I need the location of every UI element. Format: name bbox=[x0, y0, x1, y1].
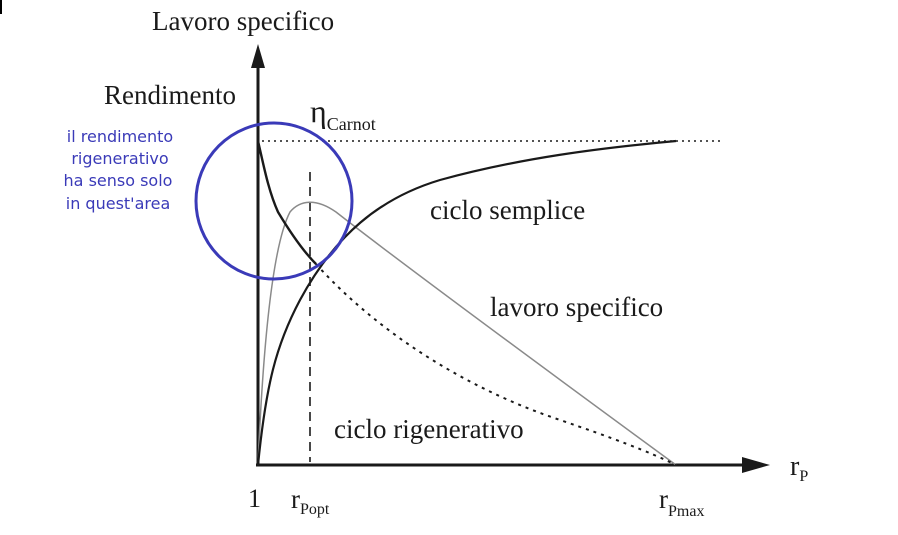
regenerative-curve-solid bbox=[256, 140, 317, 265]
annotation-line-2: rigenerativo bbox=[71, 149, 168, 168]
window-edge-mark bbox=[0, 0, 2, 14]
y-axis-arrow bbox=[251, 44, 265, 68]
y-axis-title: Lavoro specifico bbox=[152, 6, 334, 36]
tick-ropt: rPopt bbox=[291, 484, 330, 518]
label-specific-work: lavoro specifico bbox=[490, 292, 663, 322]
tick-rmax-symbol: r bbox=[659, 484, 668, 514]
eta-subscript: Carnot bbox=[327, 114, 376, 134]
simple-cycle-curve bbox=[256, 139, 677, 466]
x-axis-symbol: r bbox=[790, 451, 800, 482]
x-axis-label: rP bbox=[790, 451, 808, 485]
eta-carnot-label: ηCarnot bbox=[310, 93, 376, 134]
tick-rmax: rPmax bbox=[659, 484, 704, 520]
annotation-line-4: in quest'area bbox=[66, 194, 171, 213]
tick-rmax-subscript: Pmax bbox=[668, 503, 704, 520]
annotation-line-1: il rendimento bbox=[67, 127, 173, 146]
label-simple-cycle: ciclo semplice bbox=[430, 195, 585, 225]
regenerative-curve-dotted bbox=[315, 263, 677, 466]
annotation-line-3: ha senso solo bbox=[64, 171, 173, 190]
tick-ropt-subscript: Popt bbox=[300, 501, 330, 518]
y-axis-subtitle: Rendimento bbox=[104, 80, 236, 110]
x-axis-subscript: P bbox=[799, 468, 808, 485]
tick-ropt-symbol: r bbox=[291, 484, 300, 514]
x-axis-arrow bbox=[742, 457, 770, 473]
annotation-circle bbox=[194, 121, 354, 281]
work-curve bbox=[257, 201, 677, 466]
tick-one: 1 bbox=[248, 484, 261, 513]
label-regenerative-cycle: ciclo rigenerativo bbox=[334, 414, 524, 444]
eta-symbol: η bbox=[310, 93, 327, 129]
